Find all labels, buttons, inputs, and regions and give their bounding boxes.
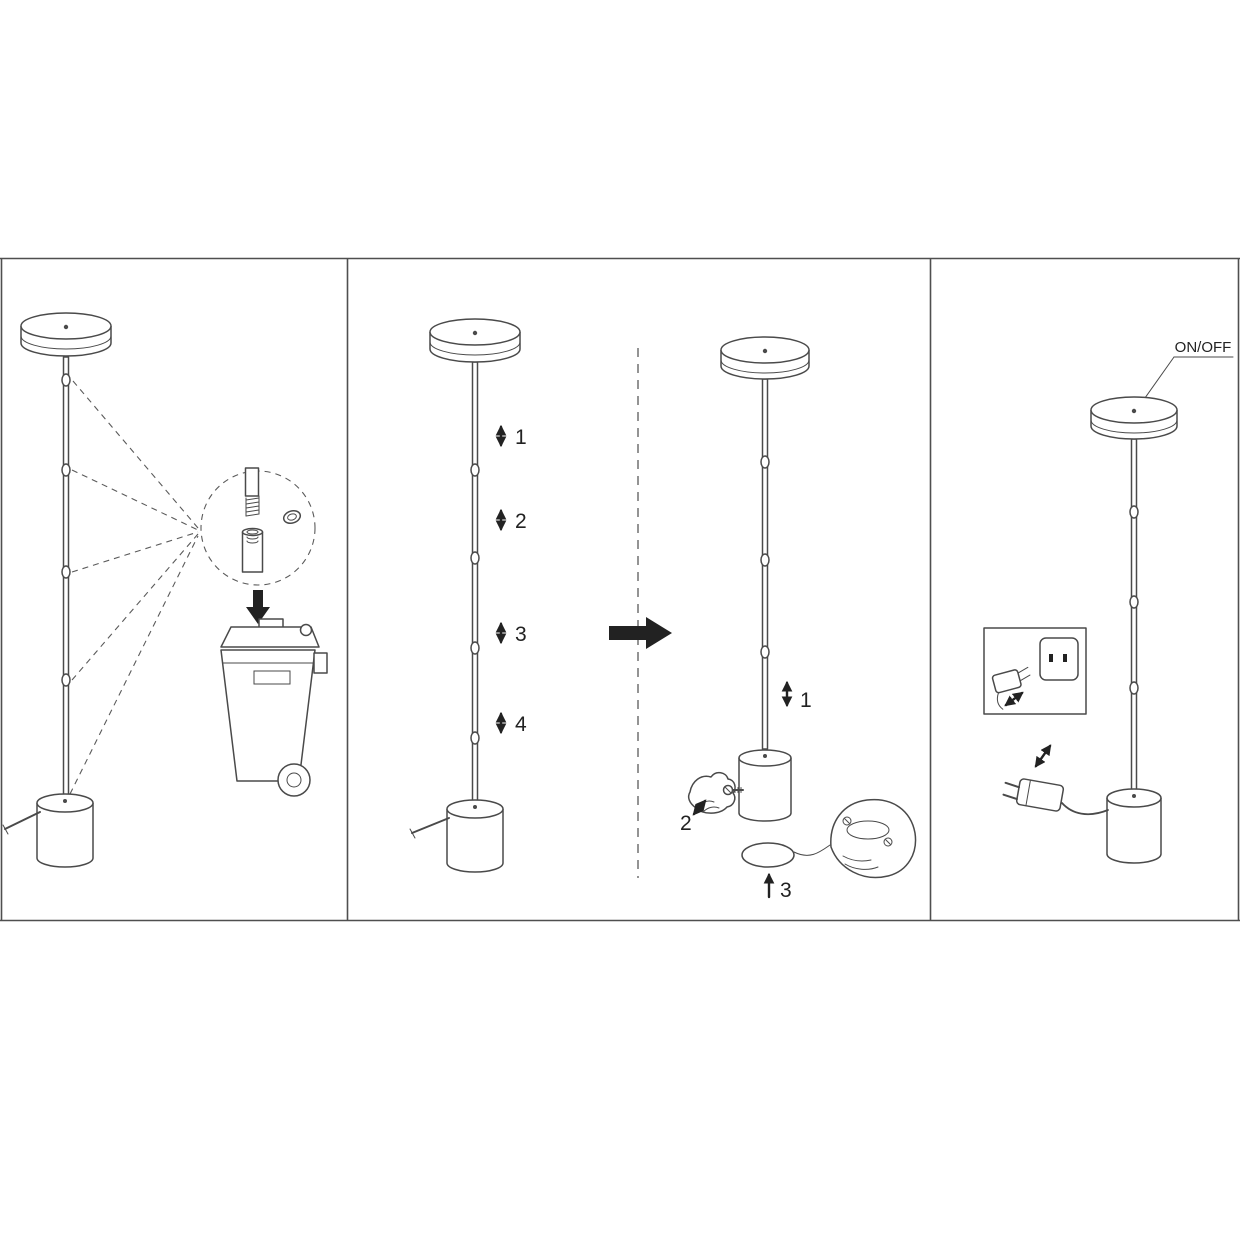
pole-joint xyxy=(760,455,770,469)
pole-joint xyxy=(470,551,480,565)
power-adapter xyxy=(1002,744,1109,816)
base-step-label-1: 1 xyxy=(800,689,812,712)
base-step-label-3: 3 xyxy=(780,879,792,902)
pole-joint xyxy=(61,463,71,477)
pole-socket-dot xyxy=(63,799,67,803)
dispose-arrow-icon xyxy=(246,590,270,624)
panel-3-power: ON/OFF xyxy=(983,339,1234,864)
base-plate-oval xyxy=(741,842,795,868)
base-underside xyxy=(846,820,890,840)
pole-joint xyxy=(470,731,480,745)
panel-frame xyxy=(0,257,1240,922)
outlet-slot xyxy=(1063,654,1067,662)
pole-joint xyxy=(1129,595,1139,609)
insert-plug-arrow xyxy=(1004,691,1024,707)
hand-tightening-detail xyxy=(793,798,917,879)
outlet-slot xyxy=(1049,654,1053,662)
hand-with-screw xyxy=(687,771,744,814)
waste-bin-icon xyxy=(220,618,328,797)
panel-1-exploded-view xyxy=(2,312,328,868)
pole-joint xyxy=(1129,681,1139,695)
pole-joint xyxy=(470,463,480,477)
locking-ring xyxy=(282,509,302,525)
power-cord xyxy=(2,811,41,835)
lamp-base xyxy=(1106,788,1162,864)
panel-2-assembly: 1 2 3 4 xyxy=(409,318,917,902)
lamp-head xyxy=(20,312,112,357)
lamp-pole xyxy=(1130,438,1138,792)
screw-in-arrow xyxy=(692,799,707,816)
step-label-1: 1 xyxy=(515,426,527,449)
lamp-head xyxy=(720,336,810,380)
touch-button-dot xyxy=(762,348,768,354)
lamp-head xyxy=(429,318,521,363)
pole-joint xyxy=(61,373,71,387)
onoff-callout: ON/OFF xyxy=(1139,339,1234,406)
assembled-lamp-base-install xyxy=(720,336,810,822)
leader-lines xyxy=(69,380,199,795)
wall-outlet xyxy=(1039,637,1079,681)
lamp-complete xyxy=(1090,396,1178,864)
plug-prongs xyxy=(1002,781,1021,801)
plug-icon xyxy=(991,666,1031,710)
pole-joint xyxy=(61,565,71,579)
touch-button-dot xyxy=(472,330,478,336)
onoff-label: ON/OFF xyxy=(1175,339,1232,356)
assembled-lamp-sections xyxy=(409,318,521,873)
pole-joint xyxy=(760,645,770,659)
lamp-base xyxy=(36,793,94,868)
step-label-4: 4 xyxy=(515,713,527,736)
pole-joint xyxy=(1129,505,1139,519)
power-cord xyxy=(409,817,450,839)
lamp-base xyxy=(446,799,504,873)
step-label-3: 3 xyxy=(515,623,527,646)
next-step-arrow-icon xyxy=(609,617,672,649)
step-label-2: 2 xyxy=(515,510,527,533)
wall-outlet-inset xyxy=(983,627,1087,715)
pole-joint xyxy=(760,553,770,567)
detail-callout-circle xyxy=(200,467,316,586)
lamp-base xyxy=(738,749,792,822)
pole-joint xyxy=(61,673,71,687)
lamp-pole xyxy=(61,356,71,796)
base-step-label-2: 2 xyxy=(680,812,692,835)
pole-joint xyxy=(470,641,480,655)
onoff-button-dot xyxy=(1131,408,1137,414)
plug-in-arrow xyxy=(1034,744,1052,768)
lamp-head xyxy=(1090,396,1178,440)
touch-button-dot xyxy=(63,324,69,330)
threaded-connector-detail xyxy=(241,467,264,573)
